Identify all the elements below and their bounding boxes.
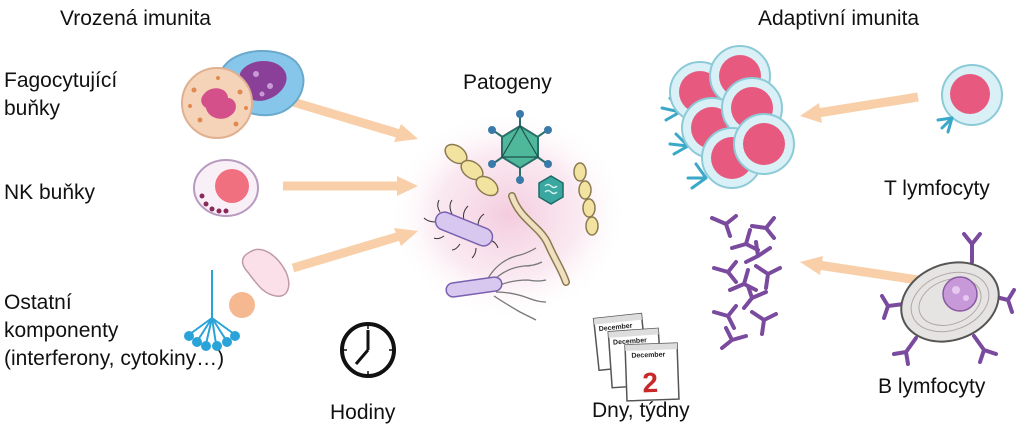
adaptive-immunity-title: Adaptivní imunita [758,7,920,30]
clock-icon [340,322,396,378]
phagocytes-label-line2: buňky [4,97,61,120]
days-weeks-label: Dny, týdny [592,399,690,422]
neutrophil-icon [181,67,253,139]
nk-cell-icon [193,159,259,217]
arrow-tcell-to-clones [800,92,919,123]
b-cells-label: B lymfocyty [878,375,986,398]
virus-icon [488,110,552,184]
nk-cells-label: NK buňky [4,181,96,204]
pathogen-halo [388,110,628,320]
complement-icon [184,270,240,351]
arrow-phagocytes-to-pathogens [291,97,418,142]
hours-label: Hodiny [330,401,396,424]
rod-bacterium-icon [423,199,499,259]
pathogens-title: Patogeny [463,71,552,94]
calendar-month-3: December [631,352,665,360]
phagocytes-label-line1: Fagocytující [4,69,118,92]
arrow-bcell-to-antibodies [800,256,919,285]
arrow-other-to-pathogens [291,228,418,273]
other-components-label-line2: komponenty [4,319,119,342]
b-cell-icon [880,232,1016,366]
calendar-day: 2 [642,367,659,399]
flagellated-bacterium-icon [445,247,547,321]
t-cell-icon [936,64,1003,134]
other-components-label-line3: (interferony, cytokiny…) [4,347,225,370]
calendar-month-2: December [613,337,648,346]
arrow-nk-to-pathogens [283,176,418,196]
other-components-label-line1: Ostatní [4,291,72,314]
small-virus-icon [538,175,564,205]
bacteria-chain-icon [573,162,599,236]
calendar-icon [592,312,680,402]
innate-immunity-title: Vrozená imunita [60,7,211,30]
interferon-icon [229,248,290,318]
spirochete-icon [508,192,570,286]
antibodies-icon [710,214,782,350]
t-cells-label: T lymfocyty [884,177,990,200]
yeast-chain-icon [444,143,499,197]
t-cell-clones-icon [660,45,795,190]
calendar-month-1: December [598,323,633,334]
